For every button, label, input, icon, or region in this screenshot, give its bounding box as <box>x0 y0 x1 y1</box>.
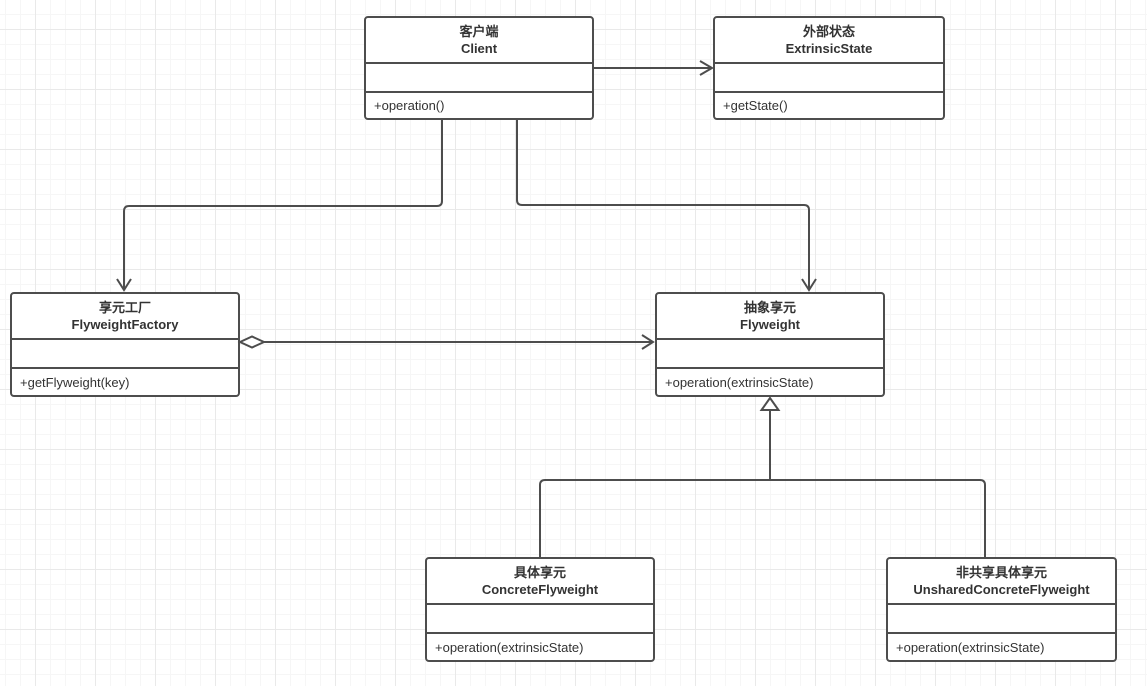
association-client-flyweight[interactable] <box>516 120 817 292</box>
class-name-cn: 享元工厂 <box>98 300 151 315</box>
aggregation-flyweightfactory-flyweight[interactable] <box>237 334 655 350</box>
method-label: +operation(extrinsicState) <box>435 639 584 655</box>
class-title: 具体享元 ConcreteFlyweight <box>427 559 653 605</box>
generalization-subclasses-flyweight[interactable] <box>539 396 986 557</box>
class-name-en: Client <box>460 41 498 56</box>
association-line <box>516 120 810 288</box>
class-extrinsic-state[interactable]: 外部状态 ExtrinsicState +getState() <box>713 16 945 120</box>
method-label: +operation() <box>374 98 445 113</box>
open-arrowhead-icon <box>116 278 132 292</box>
class-name-en: FlyweightFactory <box>71 317 179 332</box>
attributes-section <box>427 605 653 634</box>
methods-section: +operation(extrinsicState) <box>657 369 883 395</box>
method-label: +operation(extrinsicState) <box>665 374 814 390</box>
attributes-section <box>888 605 1115 634</box>
methods-section: +operation() <box>366 93 592 118</box>
methods-section: +operation(extrinsicState) <box>888 634 1115 660</box>
class-flyweight[interactable]: 抽象享元 Flyweight +operation(extrinsicState… <box>655 292 885 397</box>
class-name-en: ConcreteFlyweight <box>481 582 599 597</box>
class-unshared-concrete-flyweight[interactable]: 非共享具体享元 UnsharedConcreteFlyweight +opera… <box>886 557 1117 662</box>
inheritance-triangle-icon <box>759 396 781 411</box>
class-title: 非共享具体享元 UnsharedConcreteFlyweight <box>888 559 1115 605</box>
methods-section: +getFlyweight(key) <box>12 369 238 395</box>
class-flyweight-factory[interactable]: 享元工厂 FlyweightFactory +getFlyweight(key) <box>10 292 240 397</box>
class-name-en: ExtrinsicState <box>785 41 873 56</box>
attributes-section <box>657 340 883 369</box>
class-title: 外部状态 ExtrinsicState <box>715 18 943 64</box>
method-label: +operation(extrinsicState) <box>896 639 1045 655</box>
class-concrete-flyweight[interactable]: 具体享元 ConcreteFlyweight +operation(extrin… <box>425 557 655 662</box>
method-label: +getState() <box>723 98 788 113</box>
class-name-en: Flyweight <box>740 317 800 332</box>
open-arrowhead-icon <box>641 334 655 350</box>
class-name-cn: 非共享具体享元 <box>955 565 1047 580</box>
aggregation-diamond-icon <box>237 335 267 349</box>
class-name-cn: 具体享元 <box>513 565 566 580</box>
method-label: +getFlyweight(key) <box>20 374 130 390</box>
open-arrowhead-icon <box>699 60 714 76</box>
class-name-cn: 外部状态 <box>802 24 855 39</box>
association-client-flyweightfactory[interactable] <box>116 120 443 292</box>
methods-section: +operation(extrinsicState) <box>427 634 653 660</box>
association-client-extrinsicstate[interactable] <box>594 60 714 76</box>
class-title: 享元工厂 FlyweightFactory <box>12 294 238 340</box>
class-name-cn: 抽象享元 <box>743 300 796 315</box>
methods-section: +getState() <box>715 93 943 118</box>
generalization-line <box>539 479 986 557</box>
class-name-en: UnsharedConcreteFlyweight <box>913 582 1090 597</box>
open-arrowhead-icon <box>801 278 817 292</box>
attributes-section <box>366 64 592 93</box>
association-line <box>123 120 443 288</box>
attributes-section <box>715 64 943 93</box>
class-client[interactable]: 客户端 Client +operation() <box>364 16 594 120</box>
class-title: 客户端 Client <box>366 18 592 64</box>
class-title: 抽象享元 Flyweight <box>657 294 883 340</box>
attributes-section <box>12 340 238 369</box>
class-name-cn: 客户端 <box>459 24 499 39</box>
